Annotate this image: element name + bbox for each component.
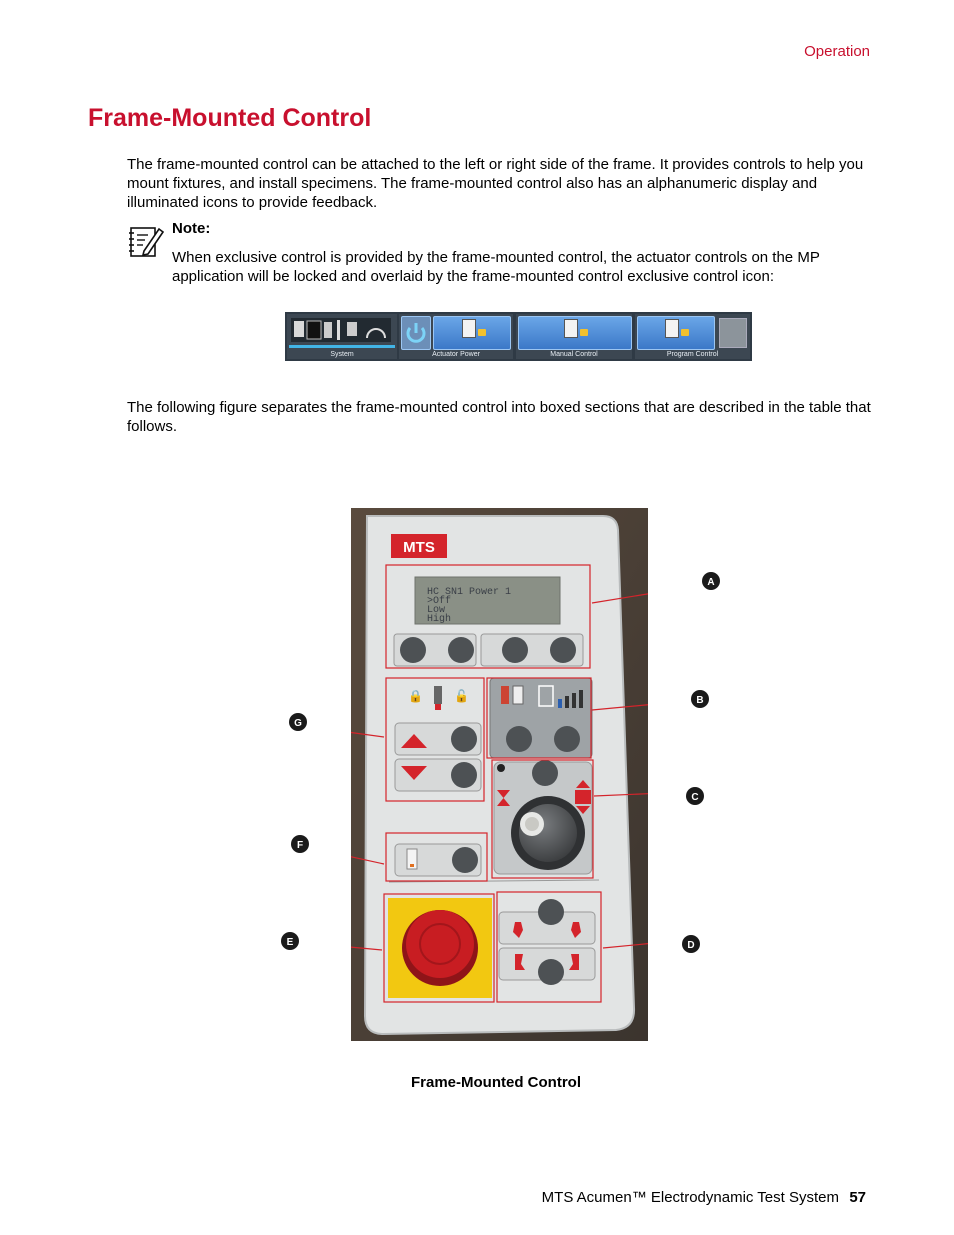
svg-text:🔓: 🔓 (454, 689, 469, 703)
svg-text:G: G (294, 718, 302, 729)
svg-text:C: C (691, 792, 698, 803)
toolbar-system: System (287, 314, 397, 359)
callout-f: F (290, 834, 310, 854)
toolbar-label-program-control: Program Control (666, 351, 719, 358)
svg-text:A: A (707, 577, 714, 588)
toolbar-label-actuator-power: Actuator Power (432, 351, 480, 358)
svg-text:MTS: MTS (403, 539, 435, 556)
callout-e: E (280, 931, 300, 951)
lock-icon (580, 329, 588, 336)
page-number: 57 (849, 1189, 866, 1206)
toolbar-label-manual-control: Manual Control (550, 351, 598, 358)
system-icons (291, 318, 391, 342)
callout-a: A (701, 571, 721, 591)
note-body: When exclusive control is provided by th… (172, 249, 820, 285)
svg-text:HC SN1 Power 1: HC SN1 Power 1 (427, 587, 511, 598)
toolbar-label-system: System (330, 351, 354, 358)
lock-icon (681, 329, 689, 336)
figure-caption: Frame-Mounted Control (411, 1074, 581, 1091)
lock-icon (478, 329, 486, 336)
toolbar-program-control[interactable]: Program Control (635, 314, 750, 359)
svg-text:Low: Low (427, 605, 445, 616)
mp-toolbar-image: System Actuator Power Manual Control Pro… (285, 312, 752, 361)
toolbar-manual-control[interactable]: Manual Control (516, 314, 632, 359)
note-heading: Note: (172, 220, 211, 237)
notepad-pencil-icon (128, 223, 165, 259)
svg-text:E: E (287, 937, 294, 948)
svg-text:B: B (696, 695, 703, 706)
section-header: Operation (804, 43, 870, 60)
footer-title: MTS Acumen™ Electrodynamic Test System (541, 1189, 839, 1206)
figure-intro-paragraph: The following figure separates the frame… (127, 399, 871, 435)
callout-c: C (685, 786, 705, 806)
callout-b: B (690, 689, 710, 709)
callout-leaders (351, 593, 648, 951)
svg-text:🔒: 🔒 (408, 689, 423, 703)
svg-text:D: D (687, 940, 694, 951)
svg-text:F: F (297, 840, 303, 851)
frame-mounted-control-photo: MTS HC SN1 Power 1 >Off Low High 🔒 🔓 (351, 508, 648, 1041)
callout-g: G (288, 712, 308, 732)
control-panel-drawing: MTS HC SN1 Power 1 >Off Low High 🔒 🔓 (351, 508, 648, 1041)
callout-d: D (681, 934, 701, 954)
toolbar-actuator-power[interactable]: Actuator Power (399, 314, 513, 359)
intro-paragraph: The frame-mounted control can be attache… (127, 156, 864, 211)
svg-text:>Off: >Off (427, 595, 451, 607)
svg-text:High: High (427, 613, 451, 625)
page-title: Frame-Mounted Control (88, 104, 372, 132)
power-icon (401, 316, 431, 350)
annotation-boxes (383, 564, 602, 1003)
